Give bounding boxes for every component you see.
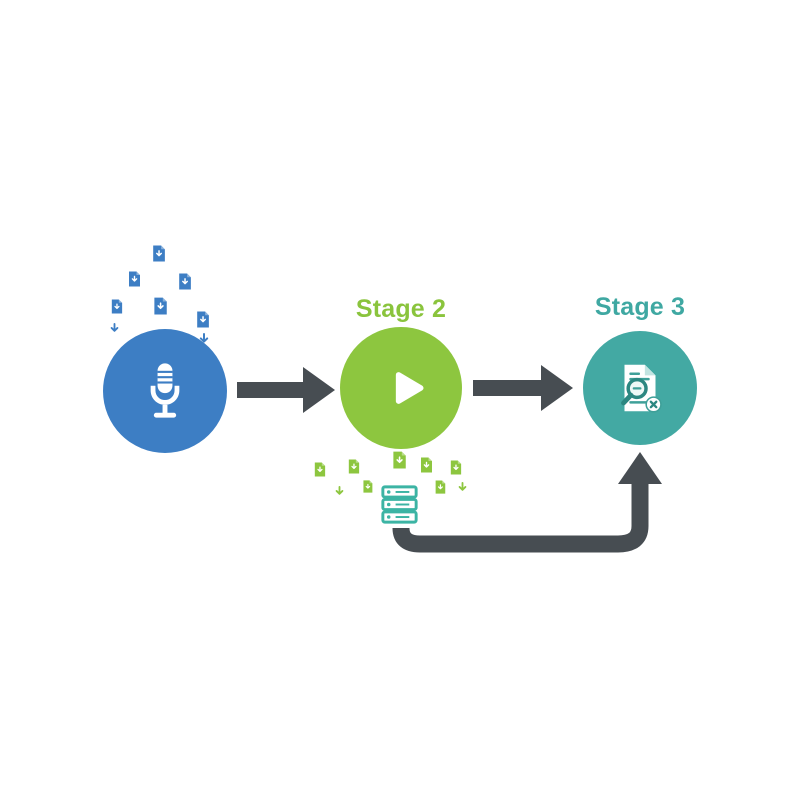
file-download-icon <box>150 245 167 262</box>
file-download-icon <box>194 311 211 328</box>
file-download-icon <box>151 297 169 315</box>
play-icon <box>395 372 424 404</box>
file-download-icon <box>126 271 142 287</box>
file-download-icon <box>418 457 434 473</box>
stage-2-label: Stage 2 <box>355 295 447 323</box>
arrow-stage2-to-stage3 <box>473 365 573 411</box>
file-download-icon <box>390 451 408 469</box>
microphone-icon <box>150 363 180 418</box>
file-download-icon <box>433 480 447 494</box>
download-arrow-icon <box>109 323 120 334</box>
file-download-icon <box>176 273 193 290</box>
file-download-icon <box>448 460 463 475</box>
document-search-icon <box>621 364 662 413</box>
arrow-stage1-to-stage2 <box>237 367 335 413</box>
file-download-icon <box>361 480 374 493</box>
file-download-icon <box>346 459 361 474</box>
server-icon <box>376 481 423 528</box>
download-arrow-icon <box>334 486 345 497</box>
stage-3-node <box>583 331 697 445</box>
file-download-icon <box>109 299 124 314</box>
file-download-icon <box>312 462 327 477</box>
download-arrow-icon <box>457 482 468 493</box>
stage-2-node <box>340 327 462 449</box>
stage-3-label: Stage 3 <box>594 293 686 321</box>
stage-1-node <box>103 329 227 453</box>
curved-arrow-head <box>618 452 662 484</box>
